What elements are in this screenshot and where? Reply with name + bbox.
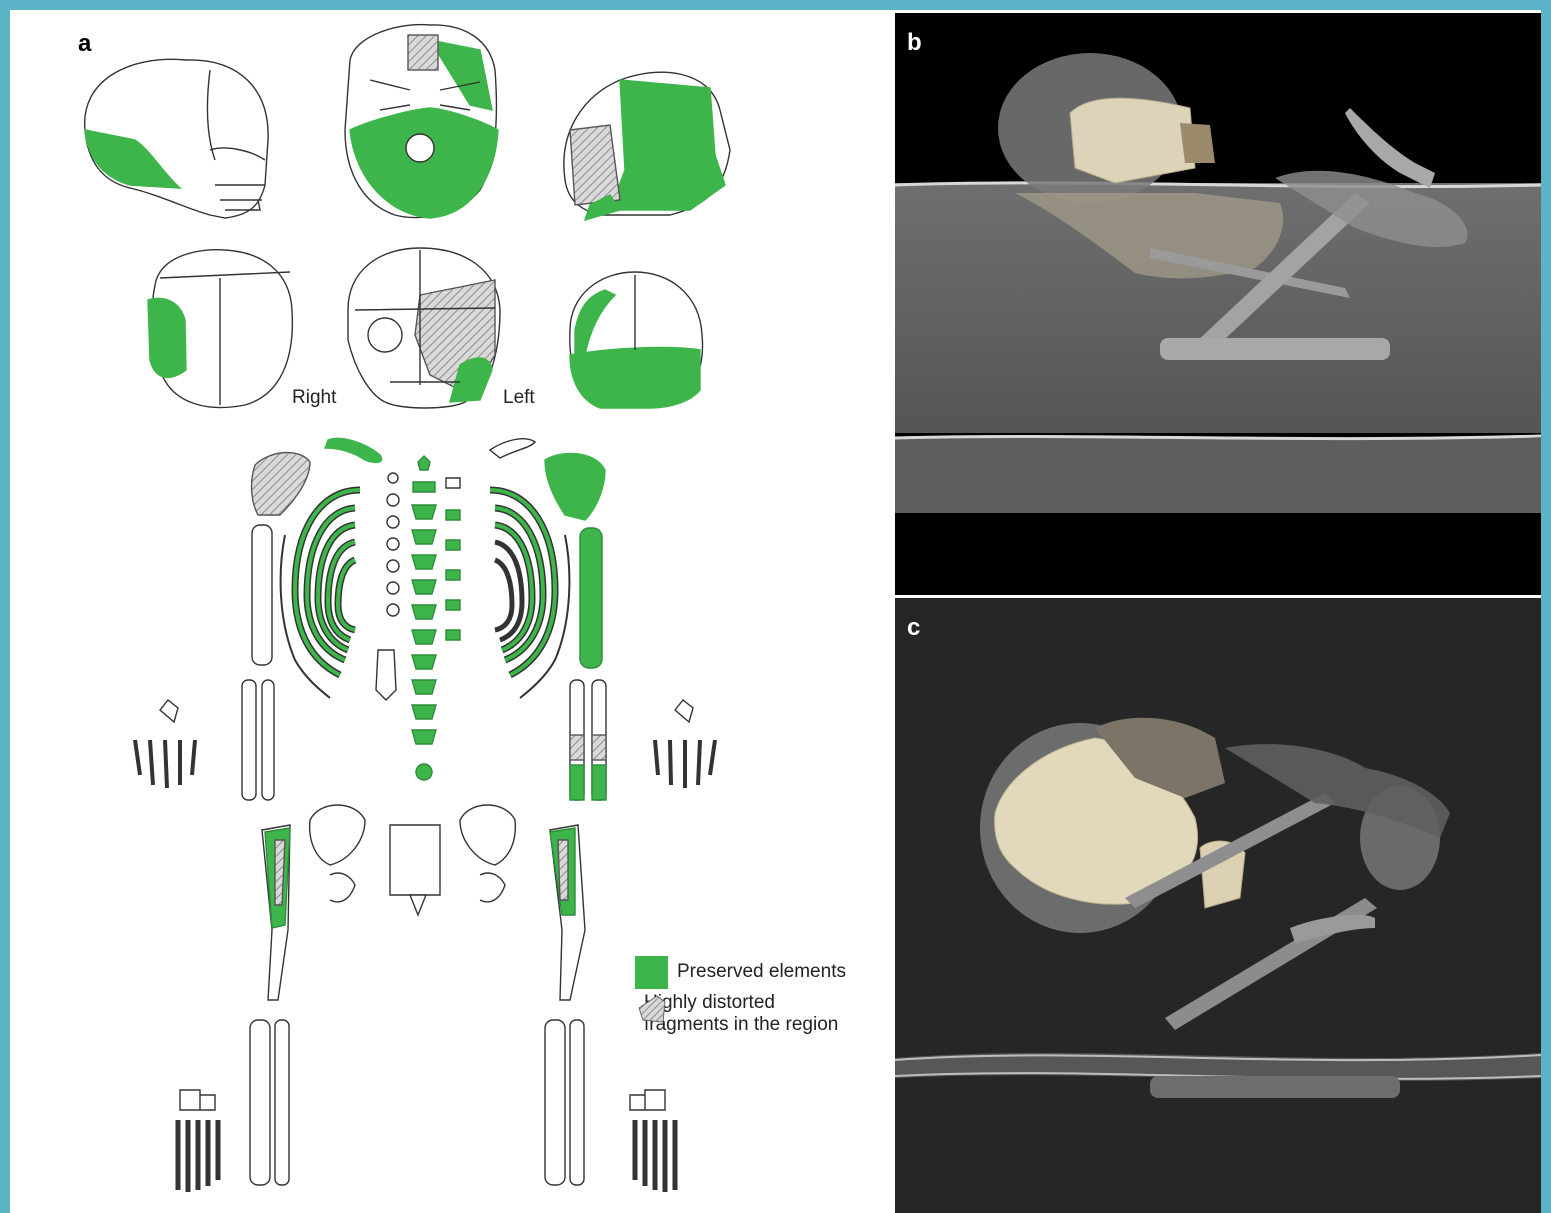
left-clavicle <box>490 439 535 458</box>
legend-label-distorted: Highly distorted fragments in the region <box>644 992 838 1036</box>
legend-swatch-hatched <box>635 992 668 1025</box>
right-rib-cage <box>281 490 360 698</box>
right-clavicle <box>325 438 382 462</box>
legend-item-distorted: Highly distorted fragments in the region <box>635 992 838 1036</box>
legend-label-preserved: Preserved elements <box>677 961 846 983</box>
panel-b-ct-render: b <box>895 13 1541 595</box>
skull-lateral-left <box>564 72 730 220</box>
sternum <box>376 650 396 700</box>
right-foot <box>178 1090 218 1192</box>
skull-superior-view <box>148 250 292 408</box>
panel-letter-c: c <box>907 616 920 640</box>
side-label-right: Right <box>292 387 336 409</box>
legend: Preserved elements Highly distorted frag… <box>635 956 895 1046</box>
left-hand <box>655 700 715 788</box>
left-foot <box>630 1090 675 1192</box>
left-rib-cage <box>490 490 569 698</box>
left-arm <box>570 528 606 800</box>
right-arm <box>242 525 274 800</box>
skull-frontal-view <box>348 248 500 408</box>
skull-basal-view <box>345 25 498 218</box>
skull-occipital-view <box>570 272 703 408</box>
right-hand <box>135 700 195 788</box>
figure-frame: a Right Left Preserved elements H <box>10 10 1541 1213</box>
panel-letter-a: a <box>78 32 91 56</box>
vertebral-column-preserved <box>412 456 460 780</box>
panel-a-skeleton-diagram: a Right Left Preserved elements H <box>10 10 890 1213</box>
legend-item-preserved: Preserved elements <box>635 956 846 989</box>
pelvis <box>310 805 516 915</box>
ct-render-b <box>895 13 1541 595</box>
left-leg <box>545 825 585 1185</box>
right-leg <box>250 825 290 1185</box>
right-scapula <box>252 453 310 515</box>
side-label-left: Left <box>503 387 535 409</box>
panel-c-ct-render: c <box>895 598 1541 1213</box>
panel-letter-b: b <box>907 31 922 55</box>
ct-render-c <box>895 598 1541 1213</box>
legend-swatch-green <box>635 956 668 989</box>
cervical-vertebrae-outline <box>387 473 399 616</box>
left-scapula <box>545 453 605 520</box>
skull-lateral-right <box>85 59 268 218</box>
